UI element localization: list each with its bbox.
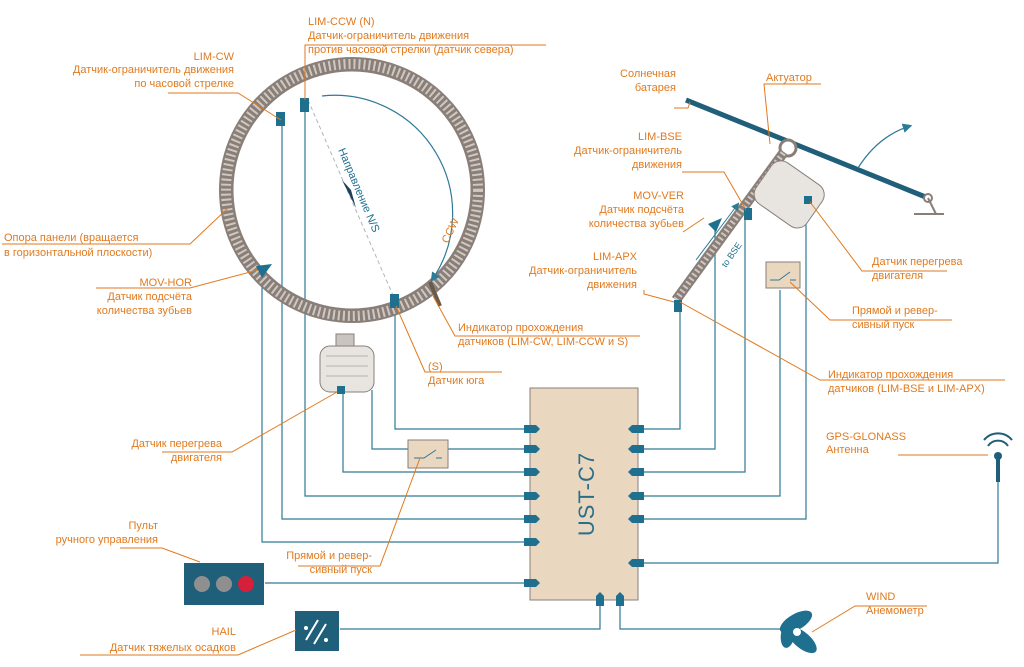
support-line2: в горизонтальной плоскости) [4,247,152,259]
lim-cw-sensor-icon [276,112,285,126]
manual-remote-icon [184,563,264,605]
compass-needle-icon [342,180,356,208]
horizontal-motor-icon [319,333,375,394]
movhor-line1: Датчик подсчёта [107,291,192,303]
south-sensor-icon [390,294,399,308]
actuator-label: Актуатор [766,72,812,84]
ns-direction-label: Направление N/S [335,146,381,234]
overheat2-line1: Датчик перегрева [872,256,963,268]
to-bse-label: to BSE [719,240,743,269]
wind-line1: Анемометр [866,605,924,617]
to-bse-arrow-icon [695,202,740,261]
south-code: (S) [428,361,443,373]
overheat2-line2: двигателя [872,270,923,282]
mov-ver-sensor-icon [708,218,722,232]
lim-ccw-line1: Датчик-ограничитель движения [308,30,469,42]
lim-cw-line1: Датчик-ограничитель движения [73,64,234,76]
tilt-arrow-icon [857,123,913,169]
overheat1-line2: двигателя [171,452,222,464]
controller-label: UST-C7 [574,452,599,536]
movver-line2: количества зубьев [589,218,684,230]
wiring [261,105,999,630]
indicator-line2: датчиков (LIM-CW, LIM-CCW и S) [458,336,628,348]
support-line1: Опора панели (вращается [4,232,139,244]
indicator2-line1: Индикатор прохождения [828,369,953,381]
gps-line1: Антенна [826,444,870,456]
mov-hor-sensor-icon [256,264,272,278]
indicator2-line2: датчиков (LIM-BSE и LIM-APX) [828,383,985,395]
starter1-line1: Прямой и ревер- [286,550,372,562]
solar-line1: Солнечная [620,68,676,80]
lim-ccw-line2: против часовой стрелки (датчик севера) [308,44,514,56]
limapx-line1: Датчик-ограничитель [529,265,637,277]
lim-ccw-code: LIM-CCW (N) [308,16,375,28]
movver-code: MOV-VER [633,190,684,202]
remote-line1: Пульт [129,520,159,532]
solar-line2: батарея [635,82,676,94]
indicator-line1: Индикатор прохождения [458,322,583,334]
limbse-line2: движения [632,159,682,171]
limbse-line1: Датчик-ограничитель [574,145,682,157]
lim-cw-line2: по часовой стрелке [134,78,234,90]
lim-cw-code: LIM-CW [194,51,235,63]
starter2-line1: Прямой и ревер- [852,305,938,317]
limapx-line2: движения [587,279,637,291]
controller-ust-c7: UST-C7 [524,387,644,606]
limbse-code: LIM-BSE [638,131,682,143]
starter-switch-2-icon [765,261,801,289]
panel-support-ring [219,57,485,323]
anemometer-icon [779,610,817,654]
overheat1-line1: Датчик перегрева [131,438,222,450]
hail-code: HAIL [212,626,236,638]
labels: LIM-CW Датчик-ограничитель движения по ч… [4,16,985,654]
wind-code: WIND [866,591,895,603]
starter-switch-1-icon [407,439,449,469]
ccw-arrow-icon [321,94,454,282]
hail-line1: Датчик тяжелых осадков [110,642,236,654]
remote-line2: ручного управления [56,534,158,546]
ccw-label: CCW [440,216,462,245]
lim-apx-sensor-icon [674,300,682,312]
hail-sensor-icon [295,611,339,651]
actuator-motor-icon [753,160,825,229]
lim-bse-sensor-icon [744,208,752,220]
passage-indicator [428,281,442,307]
starter2-line2: сивный пуск [852,319,915,331]
movhor-line2: количества зубьев [97,305,192,317]
gps-code: GPS-GLONASS [826,431,906,443]
starter1-line2: сивный пуск [310,564,373,576]
lim-ccw-sensor-icon [300,98,309,112]
movver-line1: Датчик подсчёта [599,204,684,216]
leader-lines [2,44,1005,656]
limapx-code: LIM-APX [593,251,638,263]
south-line1: Датчик юга [428,375,485,387]
movhor-code: MOV-HOR [139,277,192,289]
gps-antenna-icon [983,432,1013,482]
